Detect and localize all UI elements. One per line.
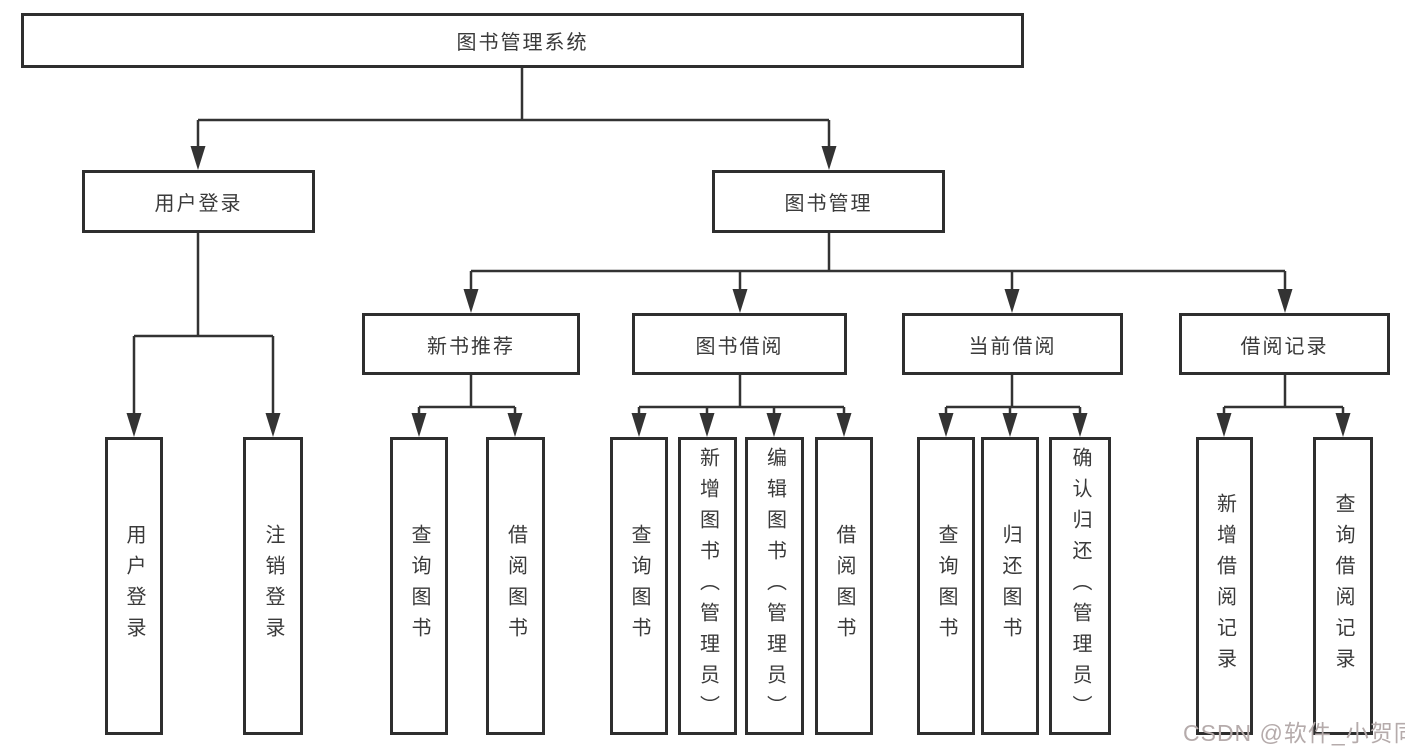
leaf-recommend-query-books: 查询图书	[390, 437, 448, 735]
node-book-management: 图书管理	[712, 170, 945, 233]
leaf-edit-books-admin: 编辑图书（管理员）	[745, 437, 804, 735]
node-current-borrow: 当前借阅	[902, 313, 1123, 375]
node-label: 借阅图书	[504, 524, 527, 648]
node-label: 借阅记录	[1240, 335, 1329, 358]
arrowhead-icons	[126, 146, 1351, 437]
leaf-query-borrow-record: 查询借阅记录	[1313, 437, 1373, 735]
leaf-borrow-books: 借阅图书	[815, 437, 873, 735]
node-label: 新增图书（管理员）	[696, 446, 719, 726]
node-label: 用户登录	[154, 193, 243, 215]
node-label: 新书推荐	[427, 335, 515, 358]
leaf-return-books: 归还图书	[981, 437, 1039, 735]
node-label: 注销登录	[262, 524, 284, 648]
node-user-login: 用户登录	[82, 170, 315, 233]
leaf-current-query-books: 查询图书	[917, 437, 975, 735]
node-label: 借阅图书	[833, 524, 855, 648]
node-book-borrow: 图书借阅	[632, 313, 847, 375]
node-label: 归还图书	[999, 524, 1021, 648]
csdn-watermark: CSDN @软件_小贺同学	[1183, 720, 1405, 746]
leaf-borrow-query-books: 查询图书	[610, 437, 668, 735]
node-borrow-records: 借阅记录	[1179, 313, 1390, 375]
node-new-book-recommend: 新书推荐	[362, 313, 580, 375]
leaf-user-login: 用户登录	[105, 437, 163, 735]
leaf-add-borrow-record: 新增借阅记录	[1196, 437, 1253, 735]
leaf-logout: 注销登录	[243, 437, 303, 735]
node-label: 查询图书	[408, 524, 430, 648]
node-label: 确认归还（管理员）	[1069, 446, 1091, 726]
node-label: 图书管理	[784, 193, 873, 215]
leaf-confirm-return-admin: 确认归还（管理员）	[1049, 437, 1111, 735]
node-label: 新增借阅记录	[1213, 493, 1236, 679]
node-label: 查询借阅记录	[1332, 493, 1354, 679]
node-library-system: 图书管理系统	[21, 13, 1024, 68]
leaf-recommend-borrow-books: 借阅图书	[486, 437, 545, 735]
node-label: 编辑图书（管理员）	[763, 446, 786, 726]
node-label: 当前借阅	[968, 335, 1057, 358]
leaf-add-books-admin: 新增图书（管理员）	[678, 437, 737, 735]
node-label: 图书管理系统	[456, 32, 589, 54]
node-label: 用户登录	[123, 524, 145, 648]
connector-lines	[132, 68, 1345, 415]
node-label: 查询图书	[628, 524, 650, 648]
node-label: 查询图书	[935, 524, 957, 648]
node-label: 图书借阅	[695, 335, 784, 358]
